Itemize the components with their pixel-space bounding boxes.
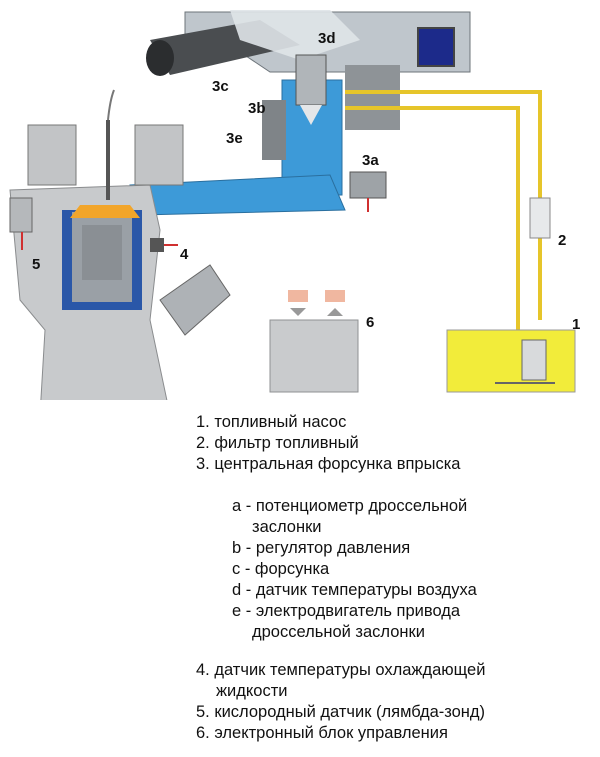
label-4: 4 (180, 246, 189, 263)
legend-item: 5. кислородный датчик (лямбда-зонд) (196, 703, 486, 721)
legend-item: 1. топливный насос (196, 413, 347, 431)
legend-sub: a - потенциометр дроссельной заслонки b … (232, 496, 477, 643)
throttle-potentiometer (349, 171, 387, 212)
legend-item: b - регулятор давления (232, 539, 411, 557)
legend: 1. топливный насос 2. фильтр топливный 3… (196, 412, 460, 475)
legend-item: 4. датчик температуры охлаждающей (196, 661, 486, 679)
legend-item: 2. фильтр топливный (196, 434, 359, 452)
legend-item: a - потенциометр дроссельной (232, 497, 468, 515)
legend-item: e - электродвигатель привода (232, 602, 461, 620)
legend-item: жидкости (216, 682, 288, 700)
label-1: 1 (572, 316, 581, 333)
coolant-sensor (150, 238, 178, 252)
fuel-filter (529, 197, 551, 239)
legend-item: 3. центральная форсунка впрыска (196, 455, 461, 473)
label-6: 6 (366, 314, 375, 331)
air-intake-housing (146, 10, 471, 76)
legend-item: d - датчик температуры воздуха (232, 581, 477, 599)
label-3d: 3d (318, 30, 336, 47)
ecu (269, 290, 359, 393)
label-3e: 3e (226, 130, 243, 147)
lambda-sensor (9, 197, 33, 250)
fuel-lines (345, 90, 542, 345)
label-2: 2 (558, 232, 567, 249)
injector-3c (295, 54, 327, 125)
legend-item: дроссельной заслонки (252, 623, 425, 641)
engine-block (9, 89, 184, 400)
label-5: 5 (32, 256, 41, 273)
legend-item: 6. электронный блок управления (196, 724, 448, 742)
label-3b: 3b (248, 100, 266, 117)
label-3a: 3a (362, 152, 379, 169)
legend-item: заслонки (252, 518, 322, 536)
distributor (159, 264, 231, 336)
legend-bottom: 4. датчик температуры охлаждающей жидкос… (196, 660, 485, 744)
label-3c: 3c (212, 78, 229, 95)
fuel-injection-diagram (9, 10, 576, 400)
fuel-tank (446, 329, 576, 393)
legend-item: c - форсунка (232, 560, 330, 578)
